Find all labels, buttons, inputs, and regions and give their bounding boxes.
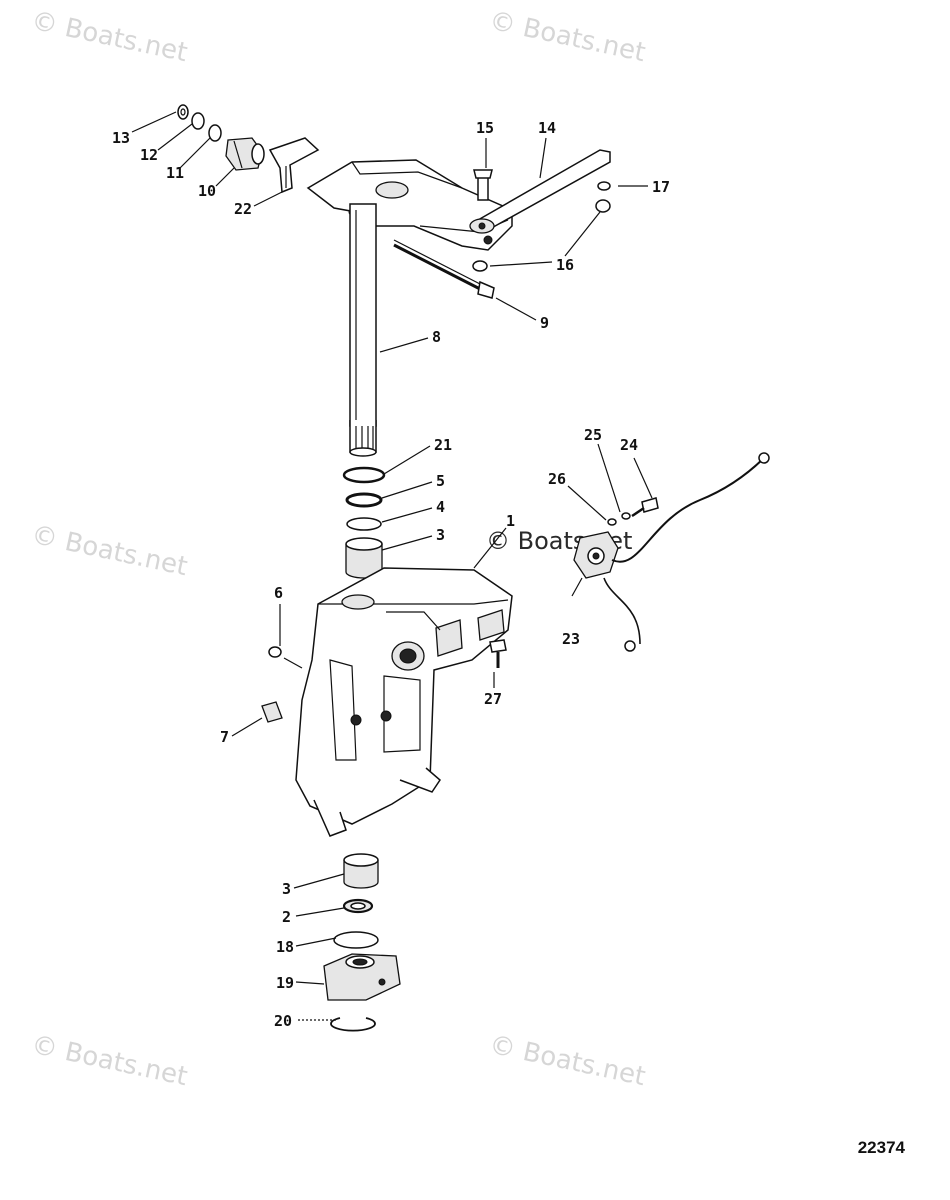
part-25-washer: [621, 512, 631, 520]
part-3-bushing-lower: [343, 853, 379, 889]
part-9-bolt: [393, 239, 495, 299]
callout-16: 16: [556, 256, 574, 274]
callout-12: 12: [140, 146, 158, 164]
callout-10: 10: [198, 182, 216, 200]
callout-24: 24: [620, 436, 638, 454]
part-8-steering-shaft: [349, 203, 377, 457]
part-7-plug: [261, 701, 283, 723]
callout-8: 8: [432, 328, 441, 346]
part-2-seal: [342, 898, 374, 914]
part-11-washer: [208, 124, 222, 142]
callout-14: 14: [538, 119, 556, 137]
callout-21: 21: [434, 436, 452, 454]
callout-23: 23: [562, 630, 580, 648]
part-18-ring: [333, 931, 379, 949]
part-16-nut: [472, 199, 611, 272]
callout-27: 27: [484, 690, 502, 708]
part-6-nut: [268, 646, 282, 658]
part-14-link-rod: [469, 149, 611, 234]
part-15-bolt: [473, 169, 493, 201]
diagram-id-number: 22374: [857, 1138, 905, 1157]
leader-lines: [131, 111, 653, 1021]
part-1-swivel-bracket: [295, 567, 513, 837]
callout-17: 17: [652, 178, 670, 196]
callout-22: 22: [234, 200, 252, 218]
part-23-trim-switch: [573, 452, 770, 652]
callout-3-lower: 3: [282, 880, 291, 898]
part-20-ring: [330, 1017, 376, 1032]
callout-2: 2: [282, 908, 291, 926]
callout-15: 15: [476, 119, 494, 137]
part-24-screw: [631, 497, 659, 518]
callout-25: 25: [584, 426, 602, 444]
part-4-ring: [346, 517, 382, 531]
part-21-seal: [342, 466, 386, 484]
callout-6: 6: [274, 584, 283, 602]
callout-20: 20: [274, 1012, 292, 1030]
callout-5: 5: [436, 472, 445, 490]
callout-18: 18: [276, 938, 294, 956]
callout-4: 4: [436, 498, 445, 516]
part-12-washer: [191, 112, 205, 130]
callout-1: 1: [506, 512, 515, 530]
callout-26: 26: [548, 470, 566, 488]
part-19-coupler: [323, 953, 401, 1001]
callout-7: 7: [220, 728, 229, 746]
callout-11: 11: [166, 164, 184, 182]
callout-13: 13: [112, 129, 130, 147]
part-10-bushing: [225, 137, 265, 171]
part-17-washer: [597, 181, 611, 191]
part-26-washer: [607, 518, 617, 526]
part-13-washer: [177, 104, 189, 120]
callout-3-upper: 3: [436, 526, 445, 544]
callout-9: 9: [540, 314, 549, 332]
part-22-bracket: [268, 137, 320, 194]
part-3-bushing-upper: [345, 537, 383, 579]
callout-19: 19: [276, 974, 294, 992]
part-27-bolt: [489, 639, 507, 668]
part-5-ring: [345, 492, 383, 508]
